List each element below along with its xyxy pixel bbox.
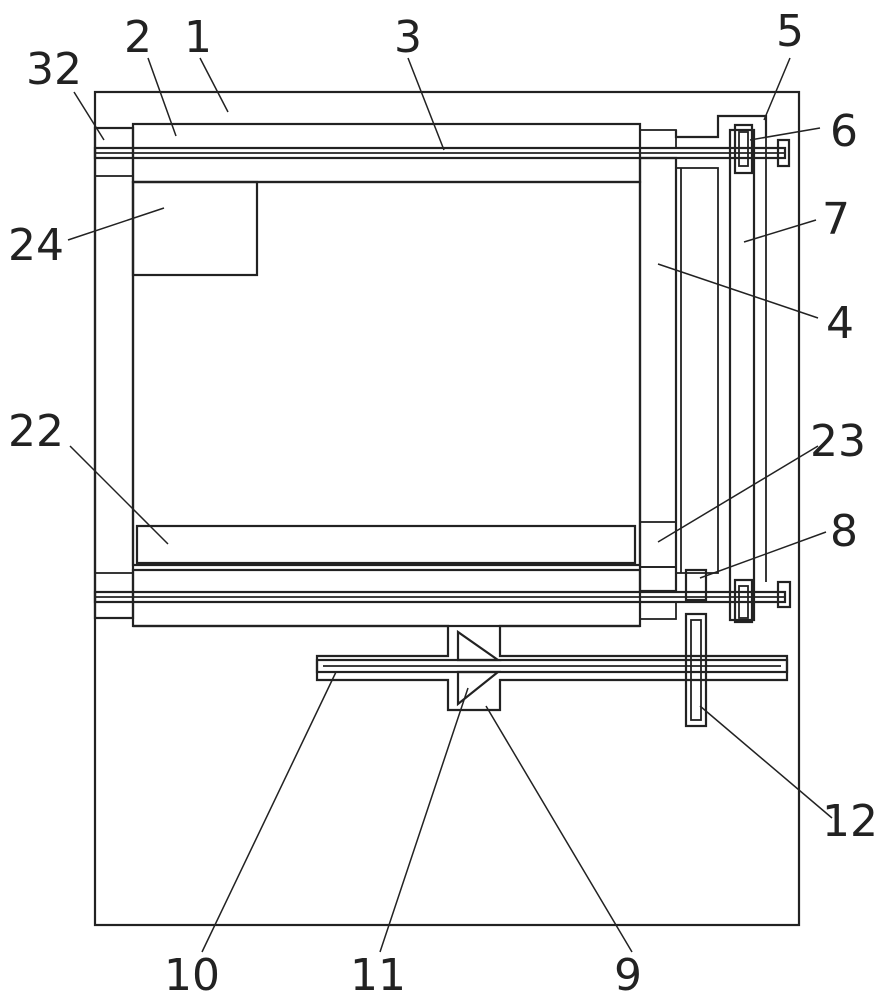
- label-4: 4: [826, 298, 854, 349]
- leader-22: [69, 445, 169, 545]
- leader-10: [201, 671, 337, 953]
- leader-23: [657, 445, 819, 543]
- housing-outline: [93, 90, 801, 927]
- lower-shaft-end: [776, 580, 792, 609]
- label-11: 11: [350, 950, 406, 1000]
- leader-11: [379, 687, 469, 953]
- leader-12: [699, 705, 833, 819]
- bevel-gear-lower: [456, 670, 502, 707]
- inner-chamber: [131, 180, 642, 567]
- gear-12-hub: [690, 619, 702, 721]
- label-5: 5: [776, 6, 804, 57]
- gear-housing-9: [133, 624, 789, 712]
- label-7: 7: [822, 194, 850, 245]
- bracket-5: [674, 114, 768, 139]
- label-8: 8: [830, 506, 858, 557]
- upper-pulley-hub: [738, 131, 749, 167]
- plate-22: [135, 524, 637, 565]
- label-1: 1: [184, 12, 212, 63]
- upper-pulley-6: [733, 123, 754, 175]
- horizontal-shaft-10: [315, 658, 789, 674]
- upper-shaft-end: [776, 138, 791, 168]
- label-2: 2: [124, 12, 152, 63]
- lower-pulley-right: [733, 578, 754, 624]
- label-22: 22: [8, 406, 64, 457]
- gear-12: [684, 612, 708, 728]
- leader-5: [763, 57, 791, 121]
- leader-1: [199, 57, 229, 113]
- column-4: [638, 156, 678, 593]
- upper-bushing-left: [94, 127, 134, 149]
- lower-bushing-left: [94, 572, 134, 593]
- leader-7: [743, 219, 817, 243]
- label-6: 6: [830, 106, 858, 157]
- lower-pulley-8: [684, 568, 708, 602]
- leader-24: [67, 207, 165, 241]
- column-4-bottom: [639, 566, 677, 592]
- leader-4: [657, 263, 819, 319]
- upper-bushing-left-lower: [94, 157, 134, 177]
- side-rail: [675, 167, 719, 574]
- lower-frame-beam: [131, 568, 642, 628]
- column-4-cap-23: [639, 521, 677, 568]
- label-23: 23: [810, 416, 866, 467]
- label-9: 9: [614, 950, 642, 1000]
- lower-bushing-left-2: [94, 601, 134, 619]
- leader-3: [407, 57, 445, 151]
- block-24: [131, 180, 259, 277]
- leader-6: [749, 127, 821, 141]
- leader-32: [73, 91, 105, 141]
- label-12: 12: [822, 796, 878, 847]
- bevel-gear-upper: [456, 629, 502, 662]
- leader-9: [485, 705, 633, 953]
- belt-7: [728, 128, 756, 622]
- leader-2: [147, 57, 177, 137]
- lower-pulley-right-hub: [738, 585, 749, 619]
- column-4-top-cap: [639, 129, 677, 149]
- label-32: 32: [26, 44, 82, 95]
- leader-8: [699, 531, 827, 579]
- label-24: 24: [8, 220, 64, 271]
- column-4-lower-bushing: [639, 601, 677, 620]
- label-10: 10: [164, 950, 220, 1000]
- label-3: 3: [394, 12, 422, 63]
- left-side-frame: [93, 126, 135, 620]
